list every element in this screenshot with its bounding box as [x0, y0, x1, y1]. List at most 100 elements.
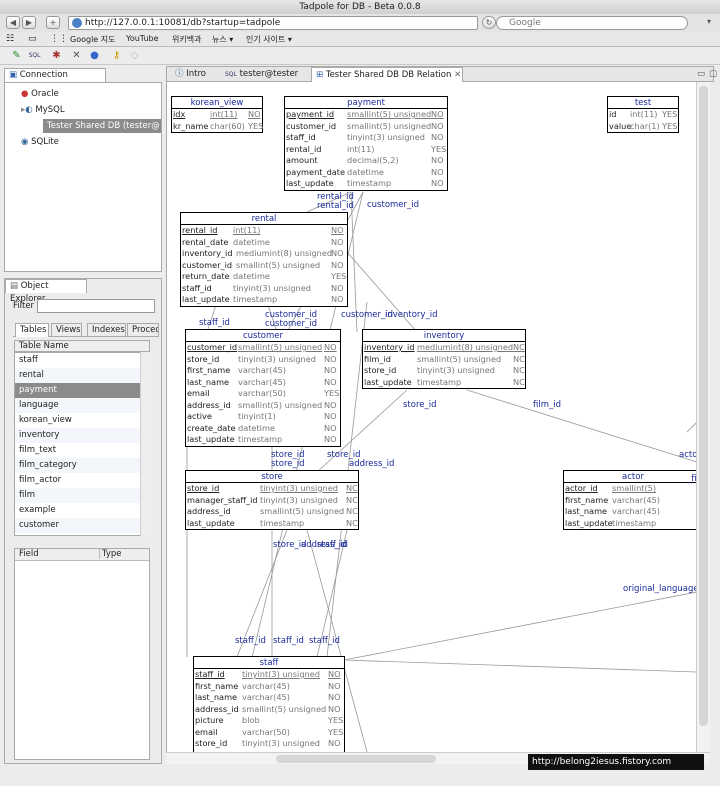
tab-intro[interactable]: ⓘ Intro: [175, 69, 206, 79]
list-item[interactable]: customer: [15, 518, 149, 533]
page-menu-icon[interactable]: ▾: [706, 17, 711, 26]
tools-icon[interactable]: ✕: [72, 50, 81, 61]
relation-label: rental_id: [317, 192, 354, 202]
list-item[interactable]: payment: [15, 383, 149, 398]
relation-line: [686, 422, 696, 433]
tab-object-explorer[interactable]: ▤ Object Explorer: [5, 279, 87, 304]
list-item[interactable]: example: [19, 505, 56, 515]
table-list-scrollbar[interactable]: [140, 352, 150, 536]
help-icon[interactable]: ●: [90, 50, 99, 61]
canvas-vertical-scrollbar[interactable]: [696, 82, 710, 752]
erd-table-title: actor: [564, 471, 696, 483]
window-title-bar: Tadpole for DB - Beta 0.0.8: [0, 0, 720, 14]
connect-icon[interactable]: ✎: [12, 50, 21, 61]
erd-table-title: payment: [285, 97, 447, 109]
bookmarks-bar: ☷ ▭ ⋮⋮ Google 지도 YouTube 위키백과 뉴스 ▾ 인기 사이…: [0, 32, 720, 47]
tab-sql-editor[interactable]: SQL tester@tester: [225, 69, 299, 79]
bookmark-youtube[interactable]: YouTube: [126, 34, 159, 43]
close-icon[interactable]: ✕: [454, 70, 462, 80]
list-item[interactable]: film_text: [19, 445, 57, 455]
open-book-icon[interactable]: ▭: [28, 34, 37, 44]
tab-db-relation[interactable]: ⊞ Tester Shared DB DB Relation ✕: [311, 67, 463, 82]
new-tab-button[interactable]: +: [46, 16, 60, 29]
relation-label: staff_id: [309, 636, 340, 646]
query-icon[interactable]: ✱: [52, 50, 61, 61]
expand-arrow-icon[interactable]: ▸: [21, 105, 26, 115]
bookmark-wikipedia[interactable]: 위키백과: [172, 35, 202, 44]
relation-label: staff_id: [235, 636, 266, 646]
tree-item-oracle[interactable]: ● Oracle: [21, 89, 59, 99]
list-item[interactable]: inventory: [15, 428, 149, 443]
maximize-icon[interactable]: ▢: [709, 69, 718, 79]
table-list: staff rental payment language korean_vie…: [14, 352, 150, 536]
list-item[interactable]: rental: [15, 368, 149, 383]
filter-input[interactable]: [37, 299, 155, 313]
grid-icon[interactable]: ⋮⋮: [50, 34, 68, 44]
list-item[interactable]: film_actor: [19, 475, 62, 485]
tab-procedures[interactable]: Procedu: [127, 323, 159, 337]
tab-views[interactable]: Views: [51, 323, 82, 337]
key-icon[interactable]: ⚷: [112, 50, 121, 61]
tree-item-tester-shared-db[interactable]: Tester Shared DB (tester@: [43, 119, 161, 133]
bookmarks-icon[interactable]: ☷: [6, 34, 15, 44]
list-item[interactable]: film: [15, 488, 149, 503]
relation-label: customer_id: [341, 310, 394, 320]
relation-line: [306, 191, 352, 213]
search-input[interactable]: Google: [496, 16, 688, 30]
forward-button[interactable]: ▶: [22, 16, 36, 29]
horizontal-scroll-thumb[interactable]: [276, 755, 436, 763]
erd-table-title: staff: [194, 657, 344, 669]
tab-indexes[interactable]: Indexes: [87, 323, 126, 337]
list-item[interactable]: korean_view: [19, 415, 72, 425]
minimize-icon[interactable]: ▭: [697, 69, 706, 79]
vertical-scroll-thumb[interactable]: [699, 86, 708, 726]
bookmark-popular-sites[interactable]: 인기 사이트 ▾: [246, 35, 292, 44]
relation-label: _fil: [687, 474, 696, 484]
tree-item-mysql[interactable]: ▸◐ MySQL: [21, 105, 65, 115]
field-table: Field Type: [14, 548, 150, 760]
tab-connection-manager[interactable]: ▣ Connection Manager: [4, 68, 106, 93]
tab-tables[interactable]: Tables: [15, 323, 49, 337]
relation-label: customer_id: [367, 200, 420, 210]
url-field[interactable]: http://127.0.0.1:10081/db?startup=tadpol…: [68, 16, 478, 30]
tree-item-sqlite[interactable]: ◉ SQLite: [21, 137, 59, 147]
reload-icon[interactable]: ↻: [482, 16, 496, 29]
window-title: Tadpole for DB - Beta 0.0.8: [299, 2, 421, 12]
bookmark-news[interactable]: 뉴스 ▾: [212, 35, 234, 44]
list-item[interactable]: staff: [19, 355, 38, 365]
filter-label: Filter: [13, 301, 35, 311]
sql-editor-icon[interactable]: SQL: [28, 52, 41, 59]
relation-line: [343, 659, 696, 673]
back-button[interactable]: ◀: [6, 16, 20, 29]
list-item[interactable]: film_category: [15, 458, 149, 473]
relation-label: inventory_id: [385, 310, 438, 320]
bookmark-google-maps[interactable]: Google 지도: [70, 35, 116, 44]
list-item[interactable]: language: [15, 398, 149, 413]
